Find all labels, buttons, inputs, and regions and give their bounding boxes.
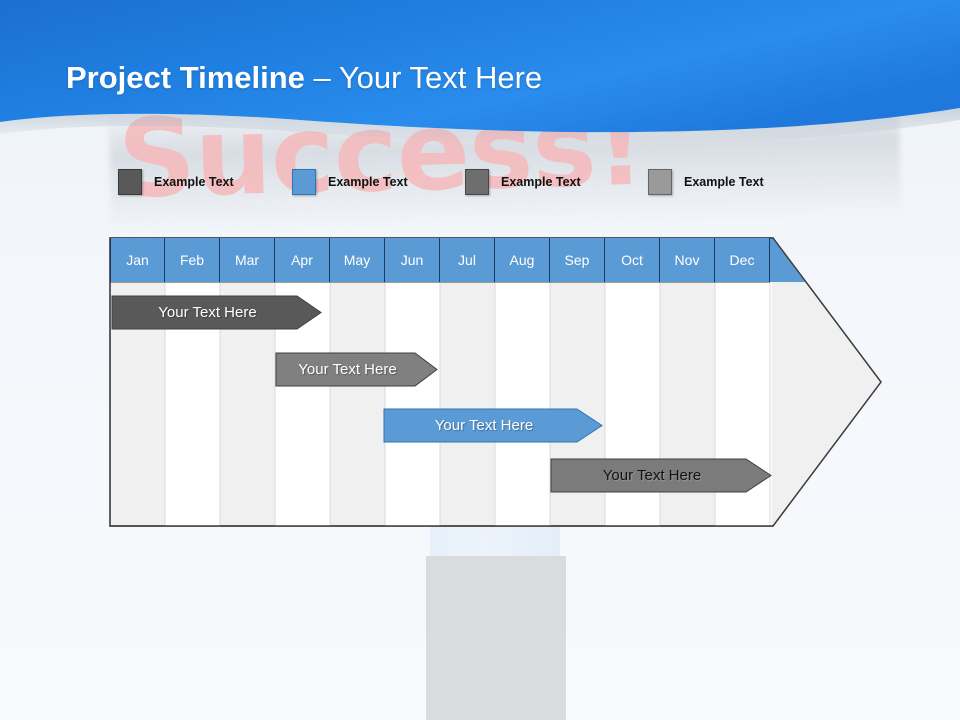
task-bar-1[interactable]: Your Text Here [111, 295, 322, 330]
header-banner [0, 0, 960, 145]
legend-item-label: Example Text [328, 175, 408, 189]
legend-item-2[interactable]: Example Text [292, 168, 408, 196]
legend-item-1[interactable]: Example Text [118, 168, 234, 196]
task-bar-4-label: Your Text Here [602, 467, 702, 484]
legend-swatch-icon [648, 169, 672, 195]
month-cell-jul[interactable]: Jul [440, 238, 495, 282]
page-title-bold: Project Timeline [66, 60, 305, 95]
legend: Example Text Example Text Example Text E… [110, 168, 900, 196]
month-cell-jun[interactable]: Jun [385, 238, 440, 282]
month-cell-may[interactable]: May [330, 238, 385, 282]
task-bar-3-label: Your Text Here [434, 417, 534, 434]
month-cell-sep[interactable]: Sep [550, 238, 605, 282]
task-bar-4-shape [550, 458, 772, 493]
legend-item-label: Example Text [501, 175, 581, 189]
page-title-subtitle: – Your Text Here [304, 60, 543, 95]
legend-swatch-icon [465, 169, 489, 195]
task-bar-2[interactable]: Your Text Here [275, 352, 438, 387]
legend-swatch-icon [292, 169, 316, 195]
legend-item-3[interactable]: Example Text [465, 168, 581, 196]
legend-item-label: Example Text [684, 175, 764, 189]
month-cell-oct[interactable]: Oct [605, 238, 660, 282]
month-cell-aug[interactable]: Aug [495, 238, 550, 282]
task-bar-3[interactable]: Your Text Here [383, 408, 603, 443]
task-bar-1-shape [111, 295, 322, 330]
month-cell-mar[interactable]: Mar [220, 238, 275, 282]
month-cell-feb[interactable]: Feb [165, 238, 220, 282]
timeline-chart: Jan Feb Mar Apr May Jun Jul Aug Sep Oct … [108, 236, 883, 528]
legend-item-4[interactable]: Example Text [648, 168, 764, 196]
month-cell-jan[interactable]: Jan [110, 238, 165, 282]
task-bar-4[interactable]: Your Text Here [550, 458, 772, 493]
month-header-row: Jan Feb Mar Apr May Jun Jul Aug Sep Oct … [110, 238, 770, 282]
legend-swatch-icon [118, 169, 142, 195]
month-cell-dec[interactable]: Dec [715, 238, 770, 282]
task-bar-2-shape [275, 352, 438, 387]
task-bar-3-shape [383, 408, 603, 443]
task-bar-2-label: Your Text Here [298, 361, 397, 378]
page-title: Project Timeline – Your Text Here [66, 60, 542, 96]
legend-item-label: Example Text [154, 175, 234, 189]
month-cell-apr[interactable]: Apr [275, 238, 330, 282]
month-cell-nov[interactable]: Nov [660, 238, 715, 282]
task-bar-1-label: Your Text Here [158, 304, 257, 321]
